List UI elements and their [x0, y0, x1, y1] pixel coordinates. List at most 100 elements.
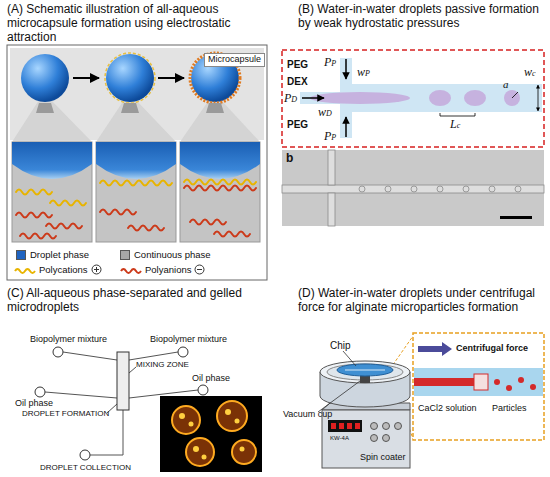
display-digit [347, 423, 352, 429]
display-digit [355, 423, 360, 429]
reservoir [178, 347, 188, 357]
polyanion-chain [184, 186, 256, 191]
charge-circle [92, 265, 101, 274]
length-symbol: Lc [450, 118, 460, 131]
droplet-junction [474, 374, 488, 390]
dex-thread [310, 92, 410, 104]
polycation-shell [105, 53, 155, 103]
polycation-chain [100, 181, 172, 186]
droplet-region [96, 142, 176, 179]
pressure-symbol: PD [284, 92, 297, 105]
pedestal [206, 103, 224, 113]
panel-heading: (C) All-aqueous phase-separated and gell… [5, 286, 273, 314]
panel-heading: (D) Water-in-water droplets under centri… [280, 286, 546, 314]
display-digit [339, 423, 344, 429]
control-button [395, 423, 402, 430]
inlet-line [63, 352, 117, 360]
alginate-stream [414, 378, 474, 386]
fluorescence-image [160, 396, 262, 472]
reservoir [35, 387, 45, 397]
step-arrow [158, 77, 184, 79]
coater-base [322, 410, 410, 468]
panel: (A) Schematic illustration of all-aqueou… [5, 2, 273, 282]
phase-domain [225, 409, 231, 415]
pressure-symbol: PP [324, 130, 336, 143]
dex-droplet [464, 90, 486, 106]
leader-line [343, 351, 356, 366]
legend-wave [15, 269, 35, 273]
gelled-droplet [186, 438, 214, 466]
zoom-panel [12, 142, 92, 242]
polyanion-chain [46, 224, 82, 229]
legend-text: Polyanions [145, 264, 191, 275]
width-arrow [538, 85, 539, 111]
inlet-label: Biopolymer mixture [30, 335, 107, 345]
inlet-line [129, 352, 178, 360]
panel-heading: (A) Schematic illustration of all-aqueou… [5, 2, 273, 44]
force-label: Centrifugal force [456, 344, 528, 354]
micrograph-droplet [463, 186, 469, 192]
reservoir [53, 347, 63, 357]
legend-line-sample [14, 265, 36, 275]
legend-item: Droplet phase [16, 249, 89, 260]
part-label: Spin coater [360, 453, 406, 463]
polyanion-chain [190, 220, 226, 225]
polycation-chain [50, 201, 86, 206]
micrograph-channel [282, 185, 544, 193]
micrograph [282, 150, 544, 226]
pedestal [121, 103, 139, 113]
step-arrow [73, 77, 99, 79]
part-label: Particles [492, 404, 527, 414]
droplet-sphere [106, 54, 154, 102]
legend-text: Polycations [39, 264, 88, 275]
legend-line-sample [120, 265, 142, 275]
part-label: Vacuum cup [283, 410, 332, 420]
subpanel-letter: b [286, 152, 293, 165]
phase-domain [235, 419, 240, 424]
zoom-panel [180, 142, 260, 242]
zoom-cone [96, 100, 176, 142]
legend-item: Polyanions [120, 264, 205, 275]
micrograph-channel [328, 150, 335, 185]
peg-side-channel [340, 111, 352, 138]
droplet-region [12, 142, 92, 179]
charge-symbol [91, 264, 102, 275]
polyanion-chain [16, 213, 52, 218]
chip-channel [117, 352, 129, 410]
leader-line [318, 381, 360, 412]
spacing-bracket [440, 113, 475, 116]
legend-item: Continuous phase [120, 249, 211, 260]
charge-bar [197, 269, 202, 270]
particle [494, 379, 500, 385]
peg-side-channel [340, 58, 352, 85]
zoom-cone [180, 100, 260, 142]
width-symbol: wP [357, 66, 370, 79]
pedestal [36, 103, 54, 113]
legend-text: Continuous phase [134, 249, 211, 260]
polycation-chain [184, 180, 256, 185]
gelled-droplet [172, 406, 200, 434]
micrograph-droplet [359, 186, 365, 192]
droplet-region [180, 142, 260, 179]
width-symbol: wc [524, 66, 536, 79]
charge-bar [96, 267, 97, 272]
particle [530, 384, 536, 390]
micrograph-channel [328, 193, 335, 226]
polyanion-chain [214, 232, 250, 237]
zone-label: DROPLET FORMATION [22, 410, 109, 419]
model-label: KW-4A [330, 435, 349, 442]
legend-wave [121, 269, 141, 273]
radius-symbol: a [503, 78, 509, 90]
gelled-droplet [217, 401, 247, 431]
control-button [383, 435, 390, 442]
panel-heading: (B) Water-in-water droplets passive form… [280, 2, 546, 30]
gelled-droplet [232, 440, 256, 464]
micrograph-droplet [385, 186, 391, 192]
dex-droplet [504, 90, 520, 106]
micrograph-droplet [515, 186, 521, 192]
particle [506, 385, 512, 391]
reservoir [198, 385, 208, 395]
control-button [383, 423, 390, 430]
